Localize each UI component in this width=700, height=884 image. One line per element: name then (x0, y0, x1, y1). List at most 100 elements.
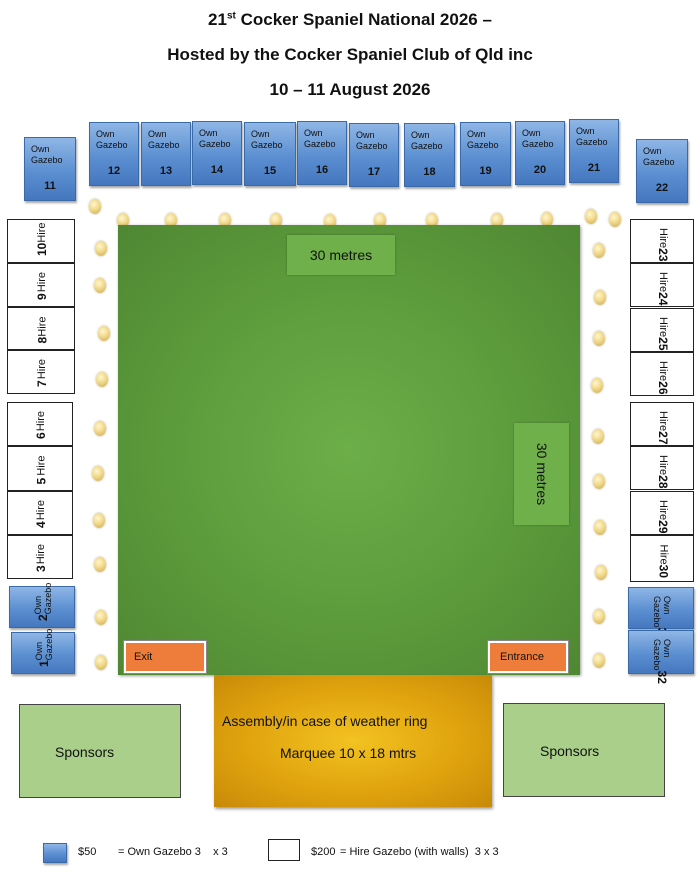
site-type-label: Hire (36, 359, 48, 380)
site-type-label: Own Gazebo (34, 628, 54, 661)
site-number: 16 (315, 164, 329, 176)
light-icon (594, 520, 606, 535)
site-number: 27 (656, 431, 670, 445)
light-icon (593, 653, 605, 668)
legend-hire-gazebo-swatch (268, 839, 300, 861)
site-type-label: Hire (35, 455, 47, 476)
light-icon (541, 212, 553, 227)
site-type-label: Own Gazebo (411, 130, 443, 151)
light-icon (595, 565, 607, 580)
site-type-label: Hire (35, 500, 47, 521)
light-icon (117, 213, 129, 228)
exit-marker: Exit (123, 640, 207, 674)
site-number: 2 (36, 614, 50, 621)
sponsors-left-label: Sponsors (55, 744, 115, 760)
legend-own-gazebo-swatch (43, 843, 67, 863)
light-icon (592, 429, 604, 444)
site-number: 26 (656, 381, 670, 395)
site-type-label: Own Gazebo (652, 596, 672, 628)
light-icon (98, 326, 110, 341)
light-icon (593, 474, 605, 489)
site-type-label: Own Gazebo (467, 129, 499, 150)
light-icon (219, 213, 231, 228)
own-gazebo-site-31[interactable]: Own Gazebo31 (628, 587, 694, 641)
light-icon (491, 213, 503, 228)
light-icon (94, 421, 106, 436)
site-type-label: Hire (657, 500, 669, 521)
site-number: 10 (35, 242, 49, 256)
legend-own-text: = Own Gazebo 3 x 3 (118, 846, 228, 858)
site-number: 29 (656, 520, 670, 534)
light-icon (270, 213, 282, 228)
light-icon (594, 290, 606, 305)
site-type-label: Own Gazebo (356, 130, 388, 151)
site-type-label: Hire (36, 316, 48, 337)
entrance-marker: Entrance (487, 640, 569, 674)
site-number: 30 (656, 564, 670, 578)
site-number: 3 (34, 565, 48, 572)
site-type-label: Hire (657, 544, 669, 565)
legend-hire-price: $200 (311, 846, 336, 858)
site-number: 5 (34, 477, 48, 484)
site-type-label: Own Gazebo (33, 582, 53, 615)
site-number: 15 (263, 165, 277, 177)
site-type-label: Hire (36, 222, 48, 243)
site-number: 22 (655, 182, 669, 194)
ring-width-label: 30 metres (287, 235, 395, 275)
site-type-label: Own Gazebo (304, 128, 336, 149)
site-type-label: Own Gazebo (522, 128, 554, 149)
site-type-label: Hire (657, 455, 669, 476)
site-number: 24 (656, 292, 670, 306)
light-icon (92, 466, 104, 481)
show-ring (118, 225, 580, 675)
site-number: 32 (655, 670, 669, 684)
page-title-line-2: Hosted by the Cocker Spaniel Club of Qld… (167, 45, 533, 64)
sponsors-left: Sponsors (19, 704, 181, 798)
light-icon (95, 610, 107, 625)
site-number: 7 (35, 380, 49, 387)
light-icon (585, 209, 597, 224)
site-number: 28 (656, 475, 670, 489)
page-title-line-1: 21st Cocker Spaniel National 2026 – (208, 10, 492, 29)
site-type-label: Own Gazebo (199, 128, 231, 149)
site-type-label: Hire (657, 411, 669, 432)
light-icon (609, 212, 621, 227)
site-type-label: Hire (657, 361, 669, 382)
light-icon (165, 213, 177, 228)
marquee: Assembly/in case of weather ring Marquee… (214, 675, 492, 807)
own-gazebo-site-16[interactable]: Own Gazebo 16 (297, 121, 347, 185)
sponsors-right: Sponsors (503, 703, 665, 797)
site-number: 13 (159, 165, 173, 177)
light-icon (593, 609, 605, 624)
